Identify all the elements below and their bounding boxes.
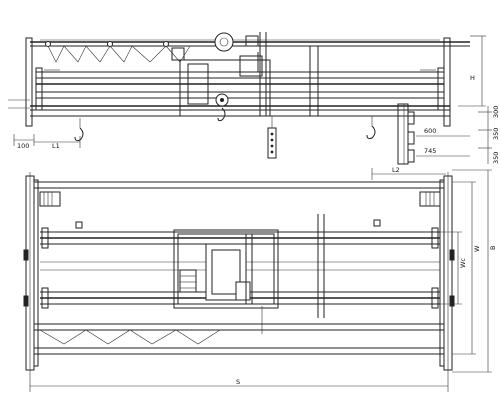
wheel-left-upper <box>23 249 29 261</box>
motor-icon <box>214 32 234 52</box>
dim-350-b-label: 350 <box>492 152 500 164</box>
plan-view: Wc W B S <box>23 169 497 392</box>
wheel-left-lower <box>23 295 29 307</box>
guide-columns <box>257 46 319 116</box>
end-carriage-right <box>397 103 415 165</box>
drive-motor-left <box>39 191 61 207</box>
hook-left-icon <box>74 127 84 142</box>
festoon-pulley-icon <box>163 41 169 47</box>
festoon-plan <box>34 323 444 355</box>
dim-l2-label: L2 <box>392 166 400 174</box>
marker-right <box>373 219 381 227</box>
hook-right-icon <box>366 125 376 140</box>
dim-745-label: 745 <box>424 147 436 155</box>
elevation-dimensions: H 300 350 350 600 745 100 <box>8 35 500 180</box>
festoon-pulley-icon <box>107 41 113 47</box>
drive-motor-right <box>419 191 441 207</box>
trolley-plan <box>173 229 279 309</box>
dim-b-label: B <box>489 246 497 250</box>
dim-l1-label: L1 <box>52 142 60 150</box>
dim-350-a-label: 350 <box>492 128 500 140</box>
end-carriage-left <box>25 172 39 374</box>
dim-s-label: S <box>236 378 240 386</box>
dim-100-label: 100 <box>17 142 29 150</box>
marker-left <box>75 221 83 229</box>
wheel-right-upper <box>449 249 455 261</box>
girder-top <box>25 37 470 127</box>
pendant-control <box>267 116 277 159</box>
dim-300-a-label: 300 <box>492 106 500 118</box>
dim-h-label: H <box>470 74 475 82</box>
dim-w-label: W <box>473 245 481 252</box>
main-girder <box>30 67 450 117</box>
dim-wc-label: Wc <box>459 258 467 268</box>
elevation-view: H 300 350 350 600 745 100 <box>8 32 500 180</box>
wheel-right-lower <box>449 295 455 307</box>
festoon-cable <box>45 41 191 63</box>
dim-600-label: 600 <box>424 127 436 135</box>
hook-icon <box>217 107 226 122</box>
trolley-elevation <box>171 32 271 122</box>
plan-dimensions: Wc W B S <box>29 169 497 392</box>
festoon-pulley-icon <box>45 41 51 47</box>
end-carriage-right-plan <box>439 172 453 374</box>
